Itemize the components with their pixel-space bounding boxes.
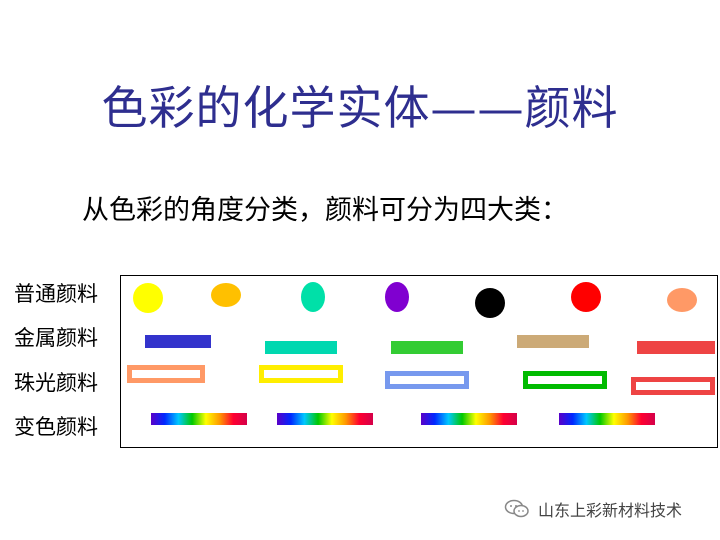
pigment-samples-panel: [120, 275, 718, 448]
red-dot: [571, 282, 601, 312]
black-dot: [475, 288, 505, 318]
watermark: 山东上彩新材料技术: [504, 497, 682, 521]
red-metallic-bar: [637, 341, 715, 354]
row-label-pearlescent-pigment: 珠光颜料: [14, 371, 98, 395]
salmon-dot: [667, 288, 697, 312]
purple-dot: [385, 282, 409, 312]
color-changing-gradient-bar: [421, 413, 517, 425]
green-pearl-frame: [523, 371, 607, 389]
yellow-dot: [133, 283, 163, 313]
teal-metallic-bar: [265, 341, 337, 354]
wechat-icon: [504, 499, 530, 519]
teal-dot: [301, 282, 325, 312]
blue-pearl-frame: [385, 371, 469, 389]
slide-title: 色彩的化学实体——颜料: [101, 81, 619, 135]
watermark-text: 山东上彩新材料技术: [538, 501, 683, 520]
yellow-pearl-frame: [259, 365, 343, 383]
salmon-pearl-frame: [127, 365, 205, 383]
row-label-color-changing-pigment: 变色颜料: [14, 415, 98, 439]
red-pearl-frame: [631, 377, 715, 395]
slide-subtitle: 从色彩的角度分类，颜料可分为四大类：: [82, 195, 568, 226]
color-changing-gradient-bar: [559, 413, 655, 425]
color-changing-gradient-bar: [151, 413, 247, 425]
tan-metallic-bar: [517, 335, 589, 348]
blue-metallic-bar: [145, 335, 211, 348]
row-label-metallic-pigment: 金属颜料: [14, 326, 98, 350]
orange-yellow-dot: [211, 283, 241, 307]
color-changing-gradient-bar: [277, 413, 373, 425]
row-label-ordinary-pigment: 普通颜料: [14, 282, 98, 306]
green-metallic-bar: [391, 341, 463, 354]
